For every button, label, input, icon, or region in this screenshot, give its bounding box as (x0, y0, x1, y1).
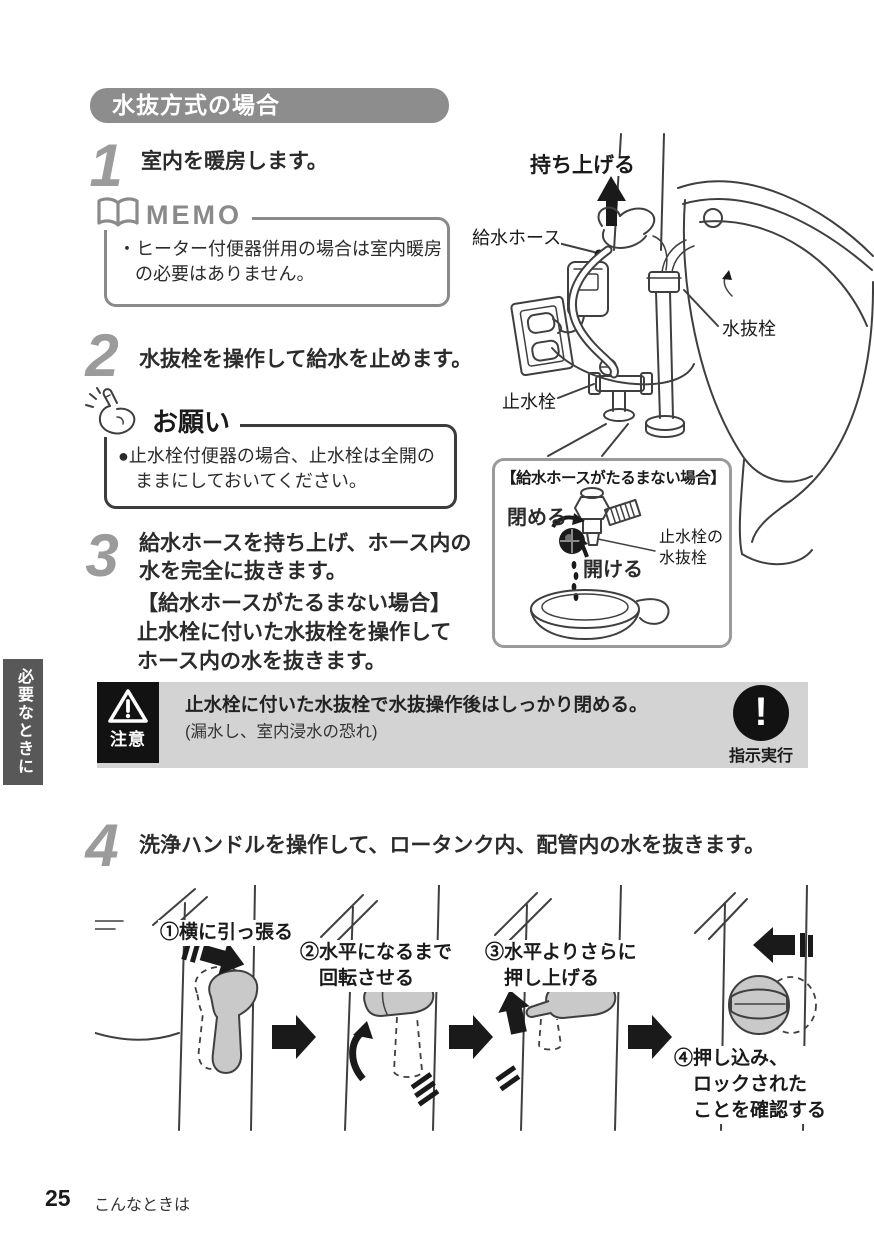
memo-box (104, 217, 450, 307)
inset-valve-label: 止水栓の 水抜栓 (659, 529, 724, 567)
handle-step-4-label: ④押し込み、 ロックされた ことを確認する (672, 1046, 829, 1124)
step-3-subtext: 【給水ホースがたるまない場合】 止水栓に付いた水抜栓を操作して ホース内の水を抜… (137, 592, 452, 673)
page-number: 25 (45, 1185, 71, 1211)
supply-hose-label: 給水ホース (472, 228, 562, 248)
footer-text: こんなときは (94, 1197, 191, 1214)
toilet-line-art (510, 133, 874, 566)
step-2-text: 水抜栓を操作して給水を止めます。 (139, 348, 473, 371)
handle-step-1-label: ①横に引っ張る (158, 920, 296, 946)
request-box (104, 424, 457, 509)
memo-title: MEMO (146, 200, 242, 230)
inset-box: 【給水ホースがたるまない場合】 閉める 開ける 止水栓の 水抜栓 (492, 458, 732, 648)
stop-valve-label: 止水栓 (502, 392, 556, 412)
caution-bar: 注意 止水栓に付いた水抜栓で水抜操作後はしっかり閉める。 (漏水し、室内浸水の恐… (97, 682, 808, 768)
step-3-text: 給水ホースを持ち上げ、ホース内の 水を完全に抜きます。 (139, 532, 472, 583)
side-tab-chapter: 必要なときに (3, 659, 43, 785)
mandatory-action-label: 指示実行 (728, 748, 793, 765)
inset-title: 【給水ホースがたるまない場合】 (501, 470, 726, 487)
caution-text-main: 止水栓に付いた水抜栓で水抜操作後はしっかり閉める。 (185, 694, 648, 715)
mandatory-action-icon: ! (733, 685, 789, 741)
inset-open-label: 開ける (583, 559, 643, 581)
inset-close-label: 閉める (507, 507, 567, 529)
handle-step-2-label: ②水平になるまで 回転させる (298, 940, 455, 992)
drain-valve-label: 水抜栓 (722, 319, 776, 339)
handle-step-3-label: ③水平よりさらに 押し上げる (483, 940, 639, 992)
step-1-text: 室内を暖房します。 (141, 150, 328, 173)
step-1-number: 1 (89, 132, 123, 199)
warning-triangle-icon (107, 688, 149, 724)
section-title: 水抜方式の場合 (90, 88, 449, 123)
book-icon (96, 196, 140, 230)
memo-text: ・ヒーター付便器併用の場合は室内暖房 の必要はありません。 (118, 239, 442, 284)
lift-label: 持ち上げる (530, 154, 635, 177)
step-4-text: 洗浄ハンドルを操作して、ロータンク内、配管内の水を抜きます。 (139, 834, 766, 857)
pointing-hand-icon (84, 387, 142, 437)
request-text: ●止水栓付便器の場合、止水栓は全開の ままにしておいてください。 (118, 446, 435, 491)
step-3-number: 3 (85, 522, 119, 589)
request-title: お願い (152, 407, 231, 437)
main-illustration (450, 130, 874, 660)
caution-badge: 注意 (97, 682, 159, 763)
inset-valve-art (530, 487, 670, 640)
request-header: お願い (84, 387, 241, 437)
caution-text-sub: (漏水し、室内浸水の恐れ) (185, 723, 378, 741)
step-4-number: 4 (85, 812, 119, 879)
step-2-number: 2 (85, 322, 119, 389)
caution-badge-label: 注意 (110, 730, 146, 749)
memo-header: MEMO (96, 196, 252, 230)
